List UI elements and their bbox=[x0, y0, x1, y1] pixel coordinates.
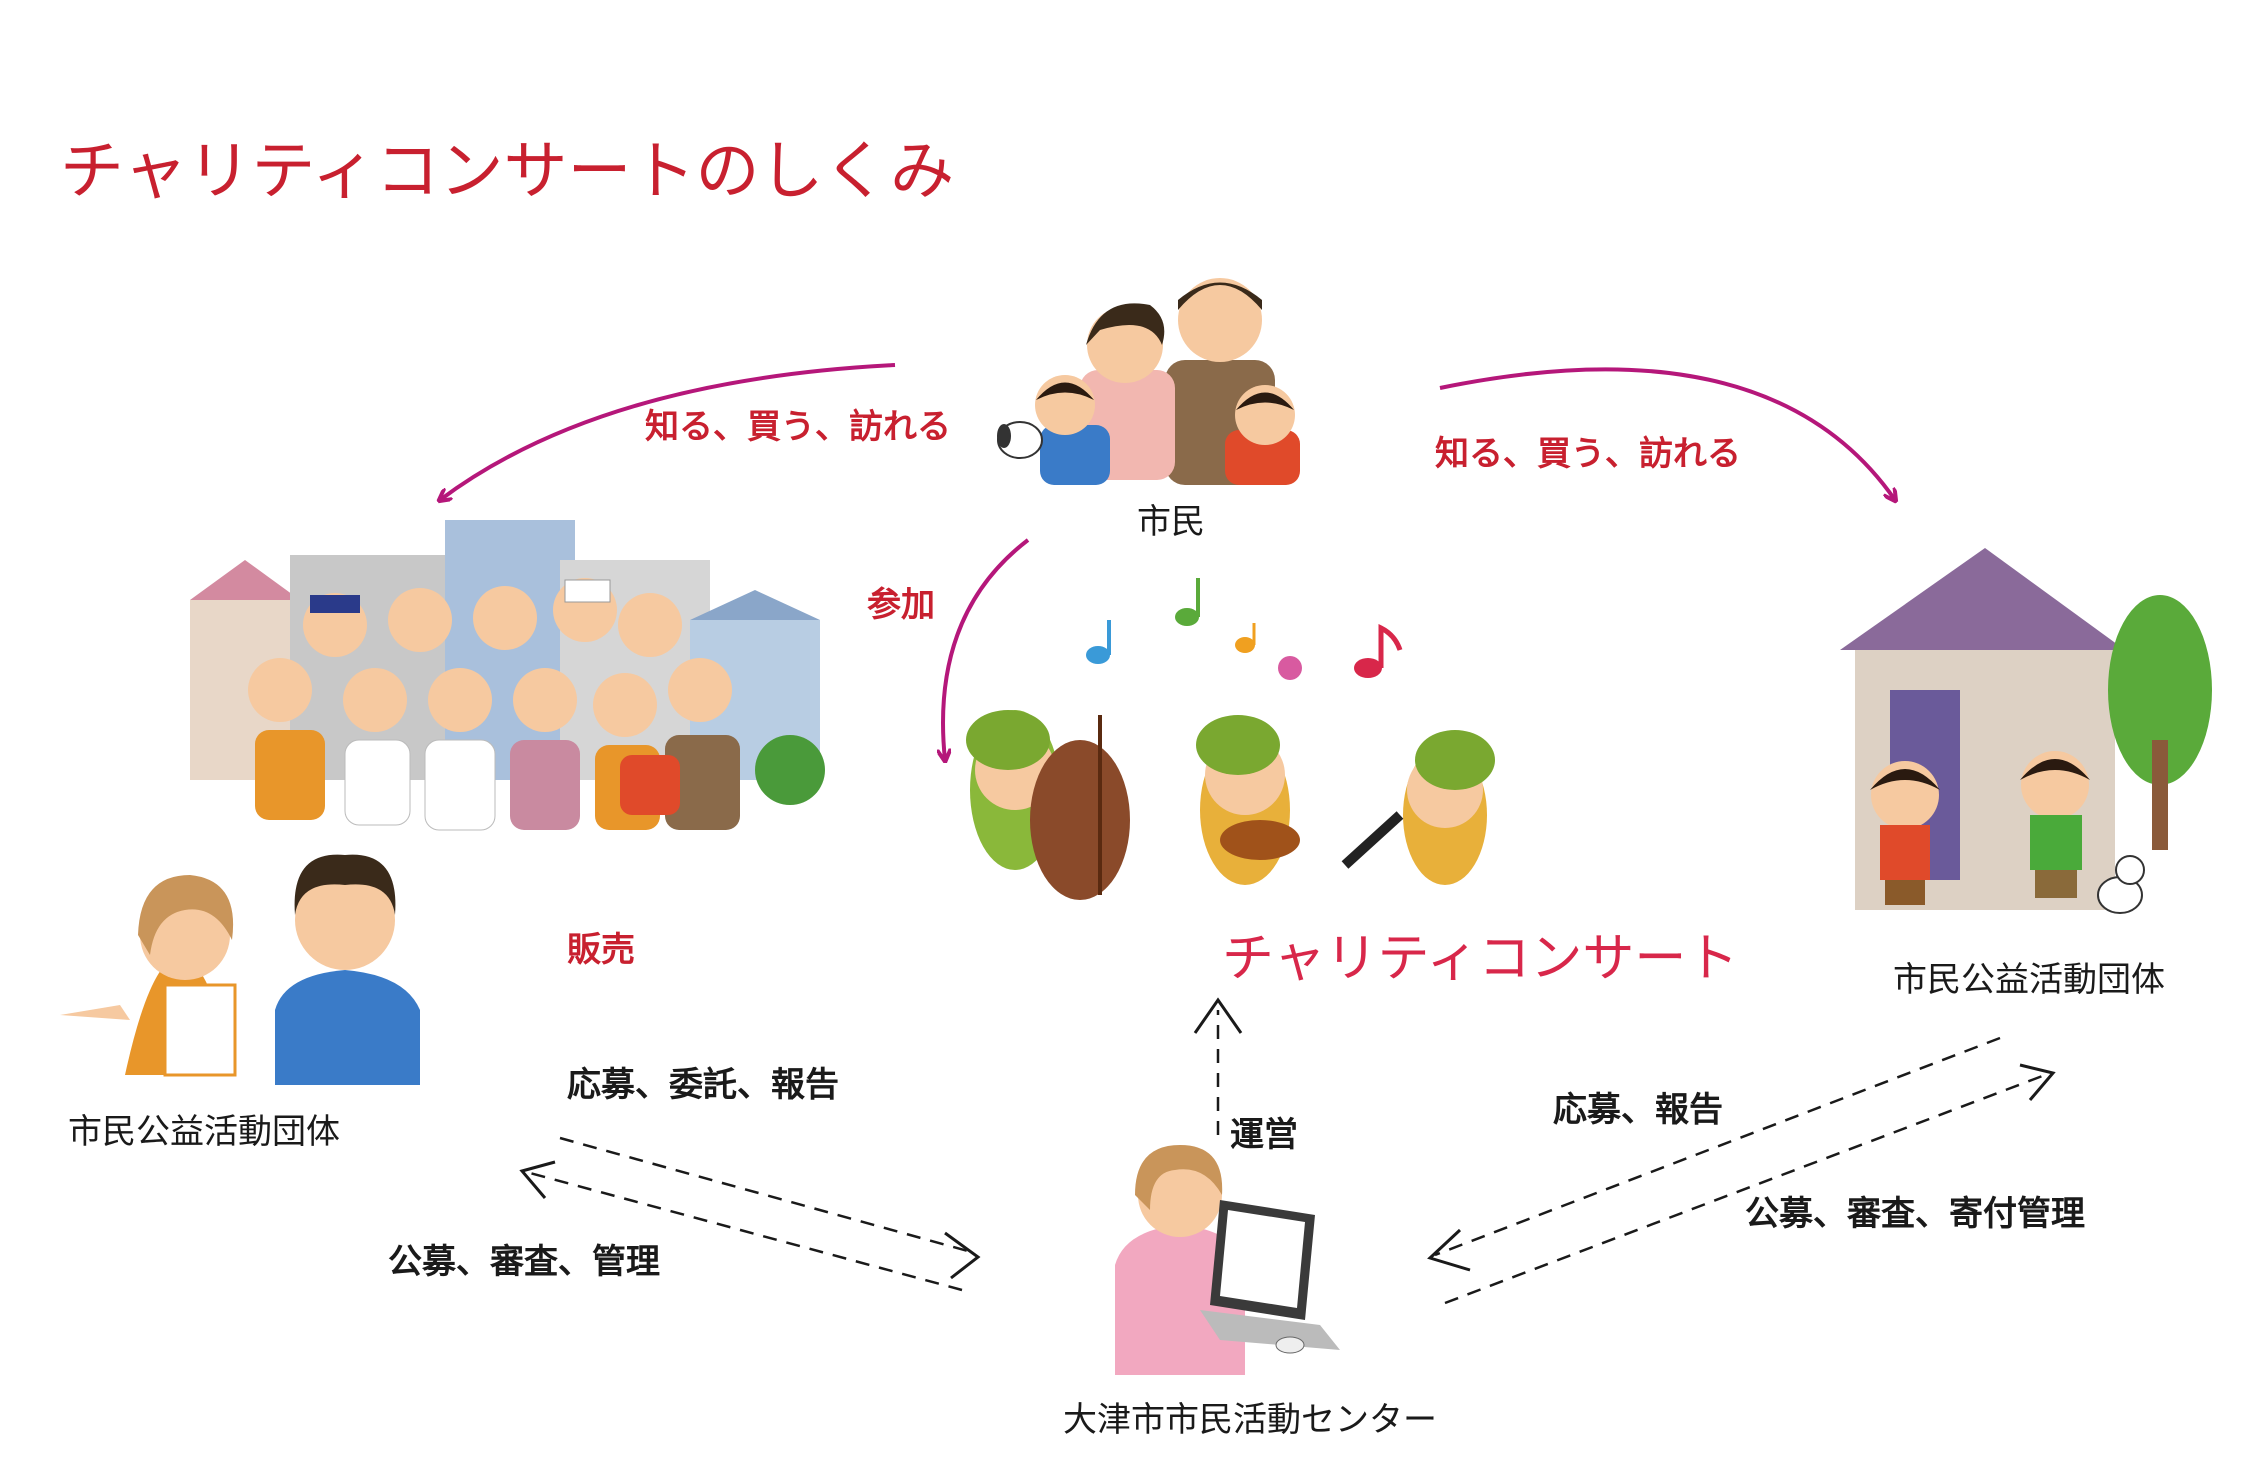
edge-left-to-center-label: 応募、委託、報告 bbox=[567, 1065, 839, 1105]
edge-citizens-to-left-label: 知る、買う、訪れる bbox=[645, 407, 951, 447]
arrowhead-center-right-left bbox=[1427, 1228, 1471, 1272]
node-left-org: 市民公益活動団体 bbox=[68, 1112, 340, 1152]
edge-sales-label: 販売 bbox=[567, 930, 635, 970]
citizens-family-illustration bbox=[997, 278, 1300, 485]
arrowhead-left-upper bbox=[519, 1160, 556, 1199]
left-org-illustration bbox=[60, 854, 420, 1085]
arrow-center-to-right bbox=[1444, 1073, 2046, 1305]
arrow-right-to-center bbox=[1434, 1036, 2001, 1257]
arrow-citizens-to-left bbox=[440, 363, 896, 500]
arrow-left-to-center bbox=[559, 1136, 976, 1255]
management-arrows bbox=[529, 1010, 2046, 1305]
node-right-org: 市民公益活動団体 bbox=[1893, 960, 2165, 1000]
edge-center-to-right-label: 公募、審査、寄付管理 bbox=[1745, 1194, 2085, 1234]
management-arrowheads bbox=[519, 997, 2056, 1280]
page-title: チャリティコンサートのしくみ bbox=[60, 135, 955, 209]
right-org-illustration bbox=[1840, 548, 2212, 914]
edge-center-to-concert-label: 運営 bbox=[1230, 1115, 1298, 1155]
arrowhead-right-upper bbox=[2019, 1063, 2056, 1101]
edge-citizens-to-concert-label: 参加 bbox=[867, 585, 935, 625]
edge-citizens-to-right-label: 知る、買う、訪れる bbox=[1435, 434, 1741, 474]
edge-right-to-center-label: 応募、報告 bbox=[1553, 1090, 1723, 1130]
arrowhead-center-lower bbox=[944, 1231, 981, 1280]
arrow-center-to-left bbox=[529, 1171, 963, 1292]
participation-arrows bbox=[440, 363, 1895, 760]
arrow-citizens-to-concert bbox=[943, 538, 1030, 760]
node-concert: チャリティコンサート bbox=[1222, 929, 1739, 989]
node-citizens: 市民 bbox=[1137, 502, 1205, 542]
concert-illustration bbox=[966, 578, 1495, 900]
town-crowd-illustration bbox=[190, 520, 825, 831]
center-staff-illustration bbox=[1115, 1145, 1340, 1375]
arrow-citizens-to-right bbox=[1439, 367, 1895, 500]
arrowhead-up bbox=[1193, 997, 1243, 1034]
node-center: 大津市市民活動センター bbox=[1063, 1400, 1437, 1440]
edge-center-to-left-label: 公募、審査、管理 bbox=[388, 1242, 660, 1282]
